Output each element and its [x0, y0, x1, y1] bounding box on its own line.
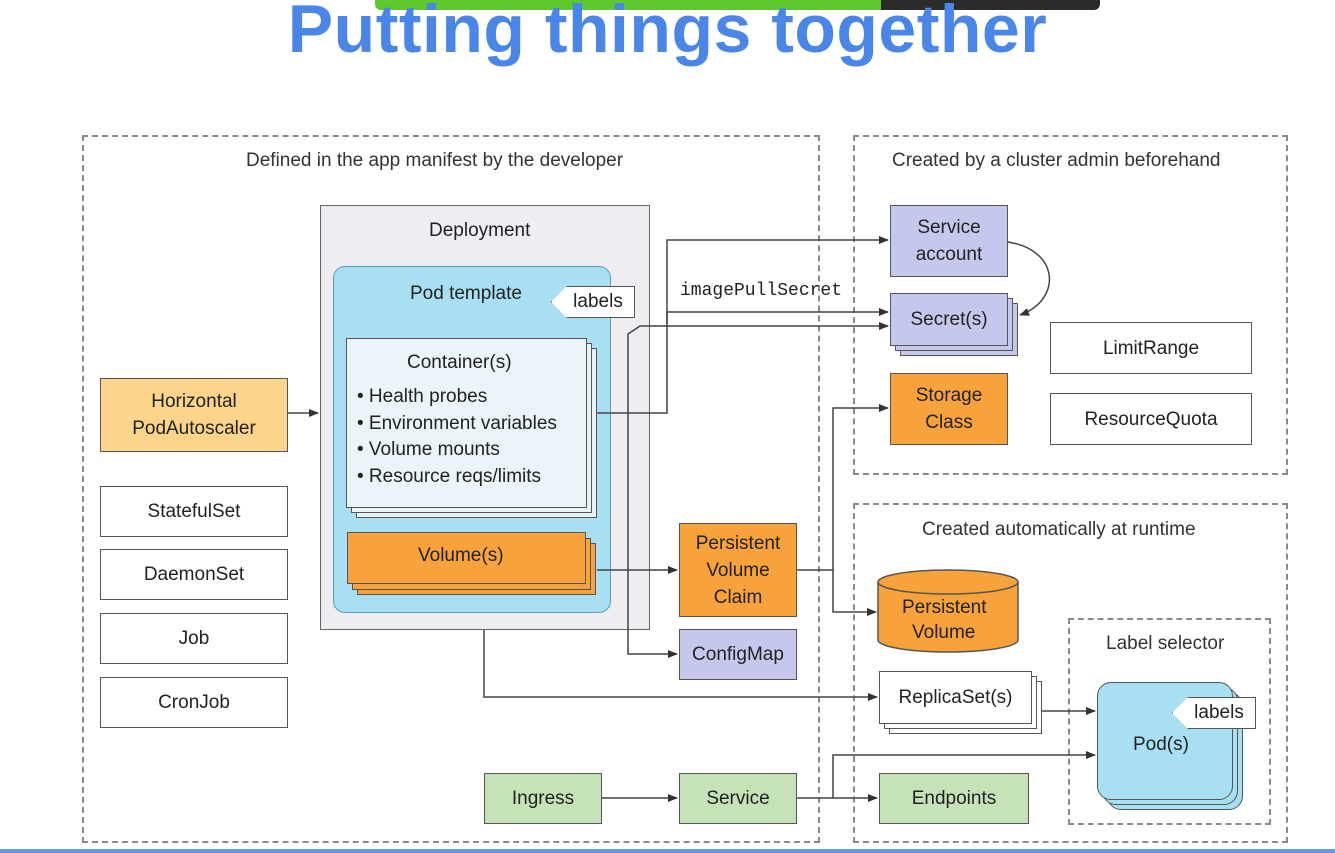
- configmap-box: ConfigMap: [679, 629, 797, 680]
- bullet-resource-limits: • Resource reqs/limits: [357, 465, 542, 487]
- pvc-line2: Volume: [706, 559, 770, 581]
- developer-region-label: Defined in the app manifest by the devel…: [246, 150, 624, 171]
- container-features-list: • Health probes • Environment variables …: [357, 384, 557, 490]
- bullet-volume-mounts: • Volume mounts: [357, 439, 500, 460]
- pvc-line1: Persistent: [695, 532, 781, 554]
- service-box: Service: [679, 773, 797, 824]
- storage-class-box: Storage Class: [890, 373, 1008, 445]
- pods-labels-tag: labels: [1172, 697, 1256, 729]
- pv-line1: Persistent: [902, 597, 987, 618]
- secrets-box: Secret(s): [890, 293, 1008, 346]
- job-box: Job: [100, 613, 288, 664]
- endpoints-box: Endpoints: [879, 773, 1029, 824]
- label-selector-label: Label selector: [1106, 633, 1225, 654]
- cronjob-box: CronJob: [100, 677, 288, 728]
- bottom-accent-line: [0, 849, 1335, 853]
- sa-line1: Service: [917, 217, 981, 238]
- hpa-box: Horizontal PodAutoscaler: [100, 378, 288, 452]
- daemonset-box: DaemonSet: [100, 549, 288, 600]
- hpa-line2: PodAutoscaler: [132, 418, 256, 439]
- pvc-line3: Claim: [713, 586, 763, 608]
- image-pull-secret-label: imagePullSecret: [680, 281, 843, 301]
- deployment-label: Deployment: [429, 220, 531, 241]
- volumes-label: Volume(s): [418, 545, 504, 566]
- bullet-env-vars: • Environment variables: [357, 412, 557, 434]
- hpa-line1: Horizontal: [151, 391, 237, 412]
- pod-template-labels-tag: labels: [551, 286, 635, 318]
- service-account-box: Service account: [890, 205, 1008, 277]
- volumes-layer-front: [347, 532, 586, 584]
- pod-template-label: Pod template: [410, 283, 522, 304]
- runtime-region-label: Created automatically at runtime: [922, 519, 1196, 540]
- sa-line2: account: [915, 244, 983, 265]
- pods-label: Pod(s): [1133, 734, 1189, 755]
- containers-label: Container(s): [407, 352, 512, 373]
- storage-line1: Storage: [915, 385, 983, 406]
- storage-line2: Class: [925, 412, 973, 433]
- statefulset-box: StatefulSet: [100, 486, 288, 537]
- admin-region-label: Created by a cluster admin beforehand: [892, 150, 1221, 171]
- replicasets-box: ReplicaSet(s): [879, 671, 1032, 724]
- page-title: Putting things together: [287, 0, 1048, 67]
- ingress-box: Ingress: [484, 773, 602, 824]
- bullet-health-probes: • Health probes: [357, 386, 488, 407]
- containers-layer-front: [346, 338, 587, 508]
- label-selector-region: [1068, 618, 1271, 825]
- pvc-box: Persistent Volume Claim: [679, 523, 797, 617]
- pv-line2: Volume: [912, 622, 976, 643]
- limitrange-box: LimitRange: [1050, 322, 1252, 374]
- top-progress-bar: [375, 0, 1100, 10]
- resourcequota-box: ResourceQuota: [1050, 393, 1252, 445]
